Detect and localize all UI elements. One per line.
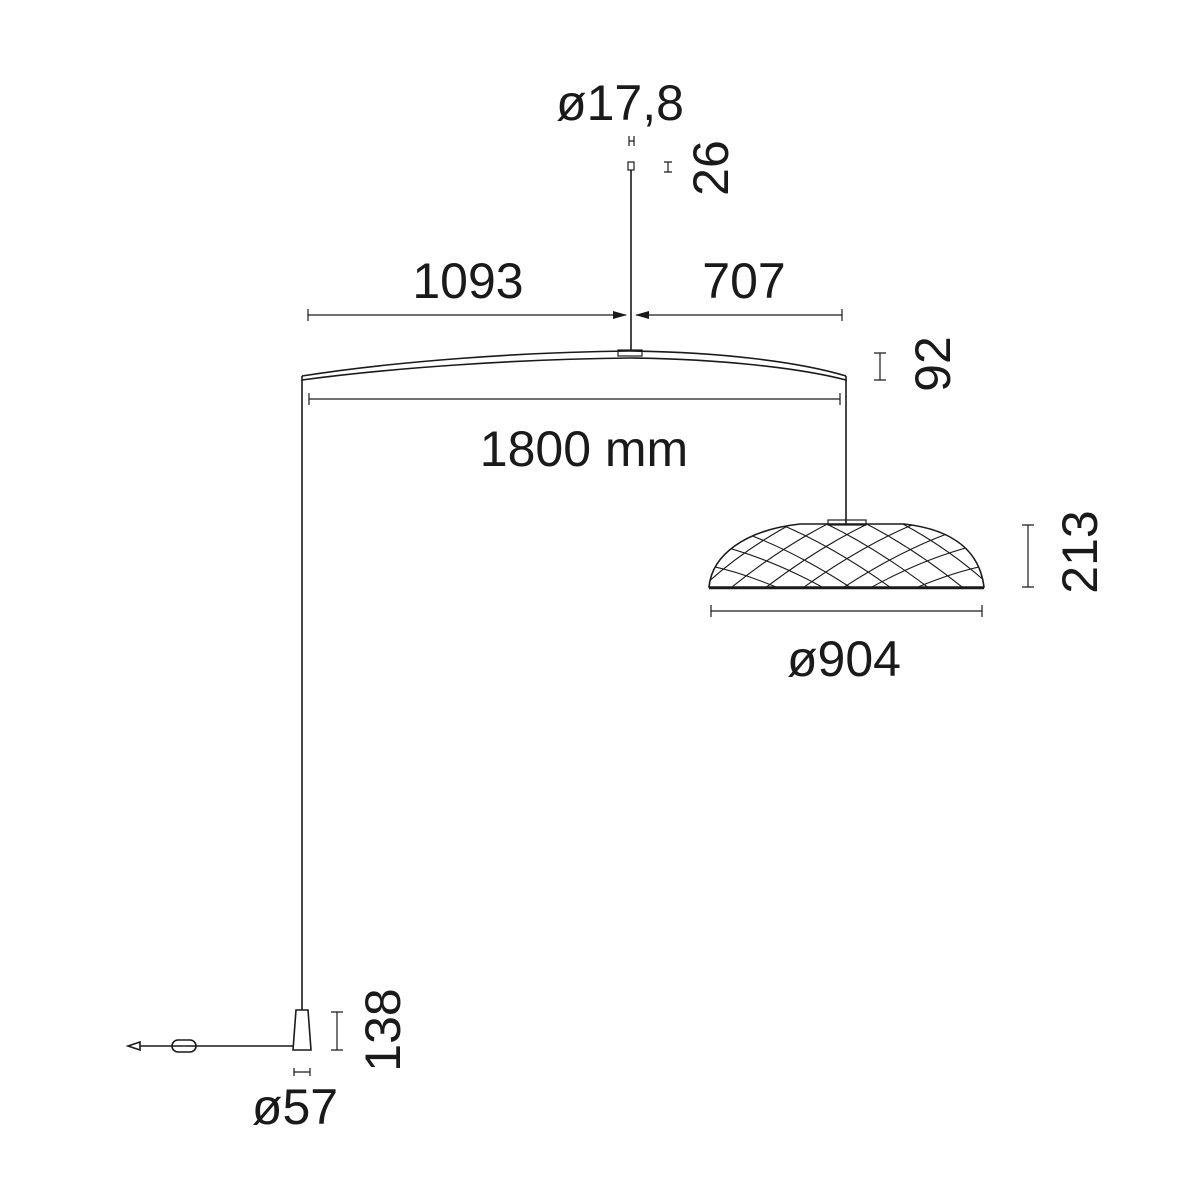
rod-diameter-label: ø17,8 [556,75,684,131]
base-height-label: 138 [355,988,411,1071]
base [292,1009,343,1076]
rod-end-height-marker [664,161,672,173]
rod-diameter-marker [628,136,635,146]
shade-diameter-label: ø904 [787,631,901,687]
power-cord [125,1039,293,1053]
arm-left-label: 1093 [412,253,523,309]
base-height-marker [331,1011,343,1051]
shade [708,519,1034,617]
base-block [292,1009,312,1051]
base-diameter-marker [293,1068,311,1076]
dimension-lines [307,309,843,405]
shade-cap [827,519,867,526]
arm-height-label: 92 [905,336,961,392]
shade-height-label: 213 [1052,510,1108,593]
arm-bottom-edge [301,357,847,381]
cord-switch [171,1039,197,1053]
arm-span-label: 1800 mm [480,421,688,477]
arm [301,349,886,381]
arm-height-marker [874,352,886,381]
shade-outline [708,523,985,588]
rod-end-cap [627,161,635,171]
rod-end-height-label: 26 [683,140,739,196]
pole [301,380,847,1010]
cord-plug [125,1040,141,1052]
shade-diameter-marker [710,605,983,617]
arm-top-edge [301,350,847,377]
base-diameter-label: ø57 [252,1079,338,1135]
arm-right-label: 707 [702,253,785,309]
arm-pivot [617,349,643,357]
shade-height-marker [1022,524,1034,588]
labels: ø17,8 26 1093 707 92 1800 mm 213 ø904 13… [252,75,1108,1135]
top-fixing [627,136,672,350]
